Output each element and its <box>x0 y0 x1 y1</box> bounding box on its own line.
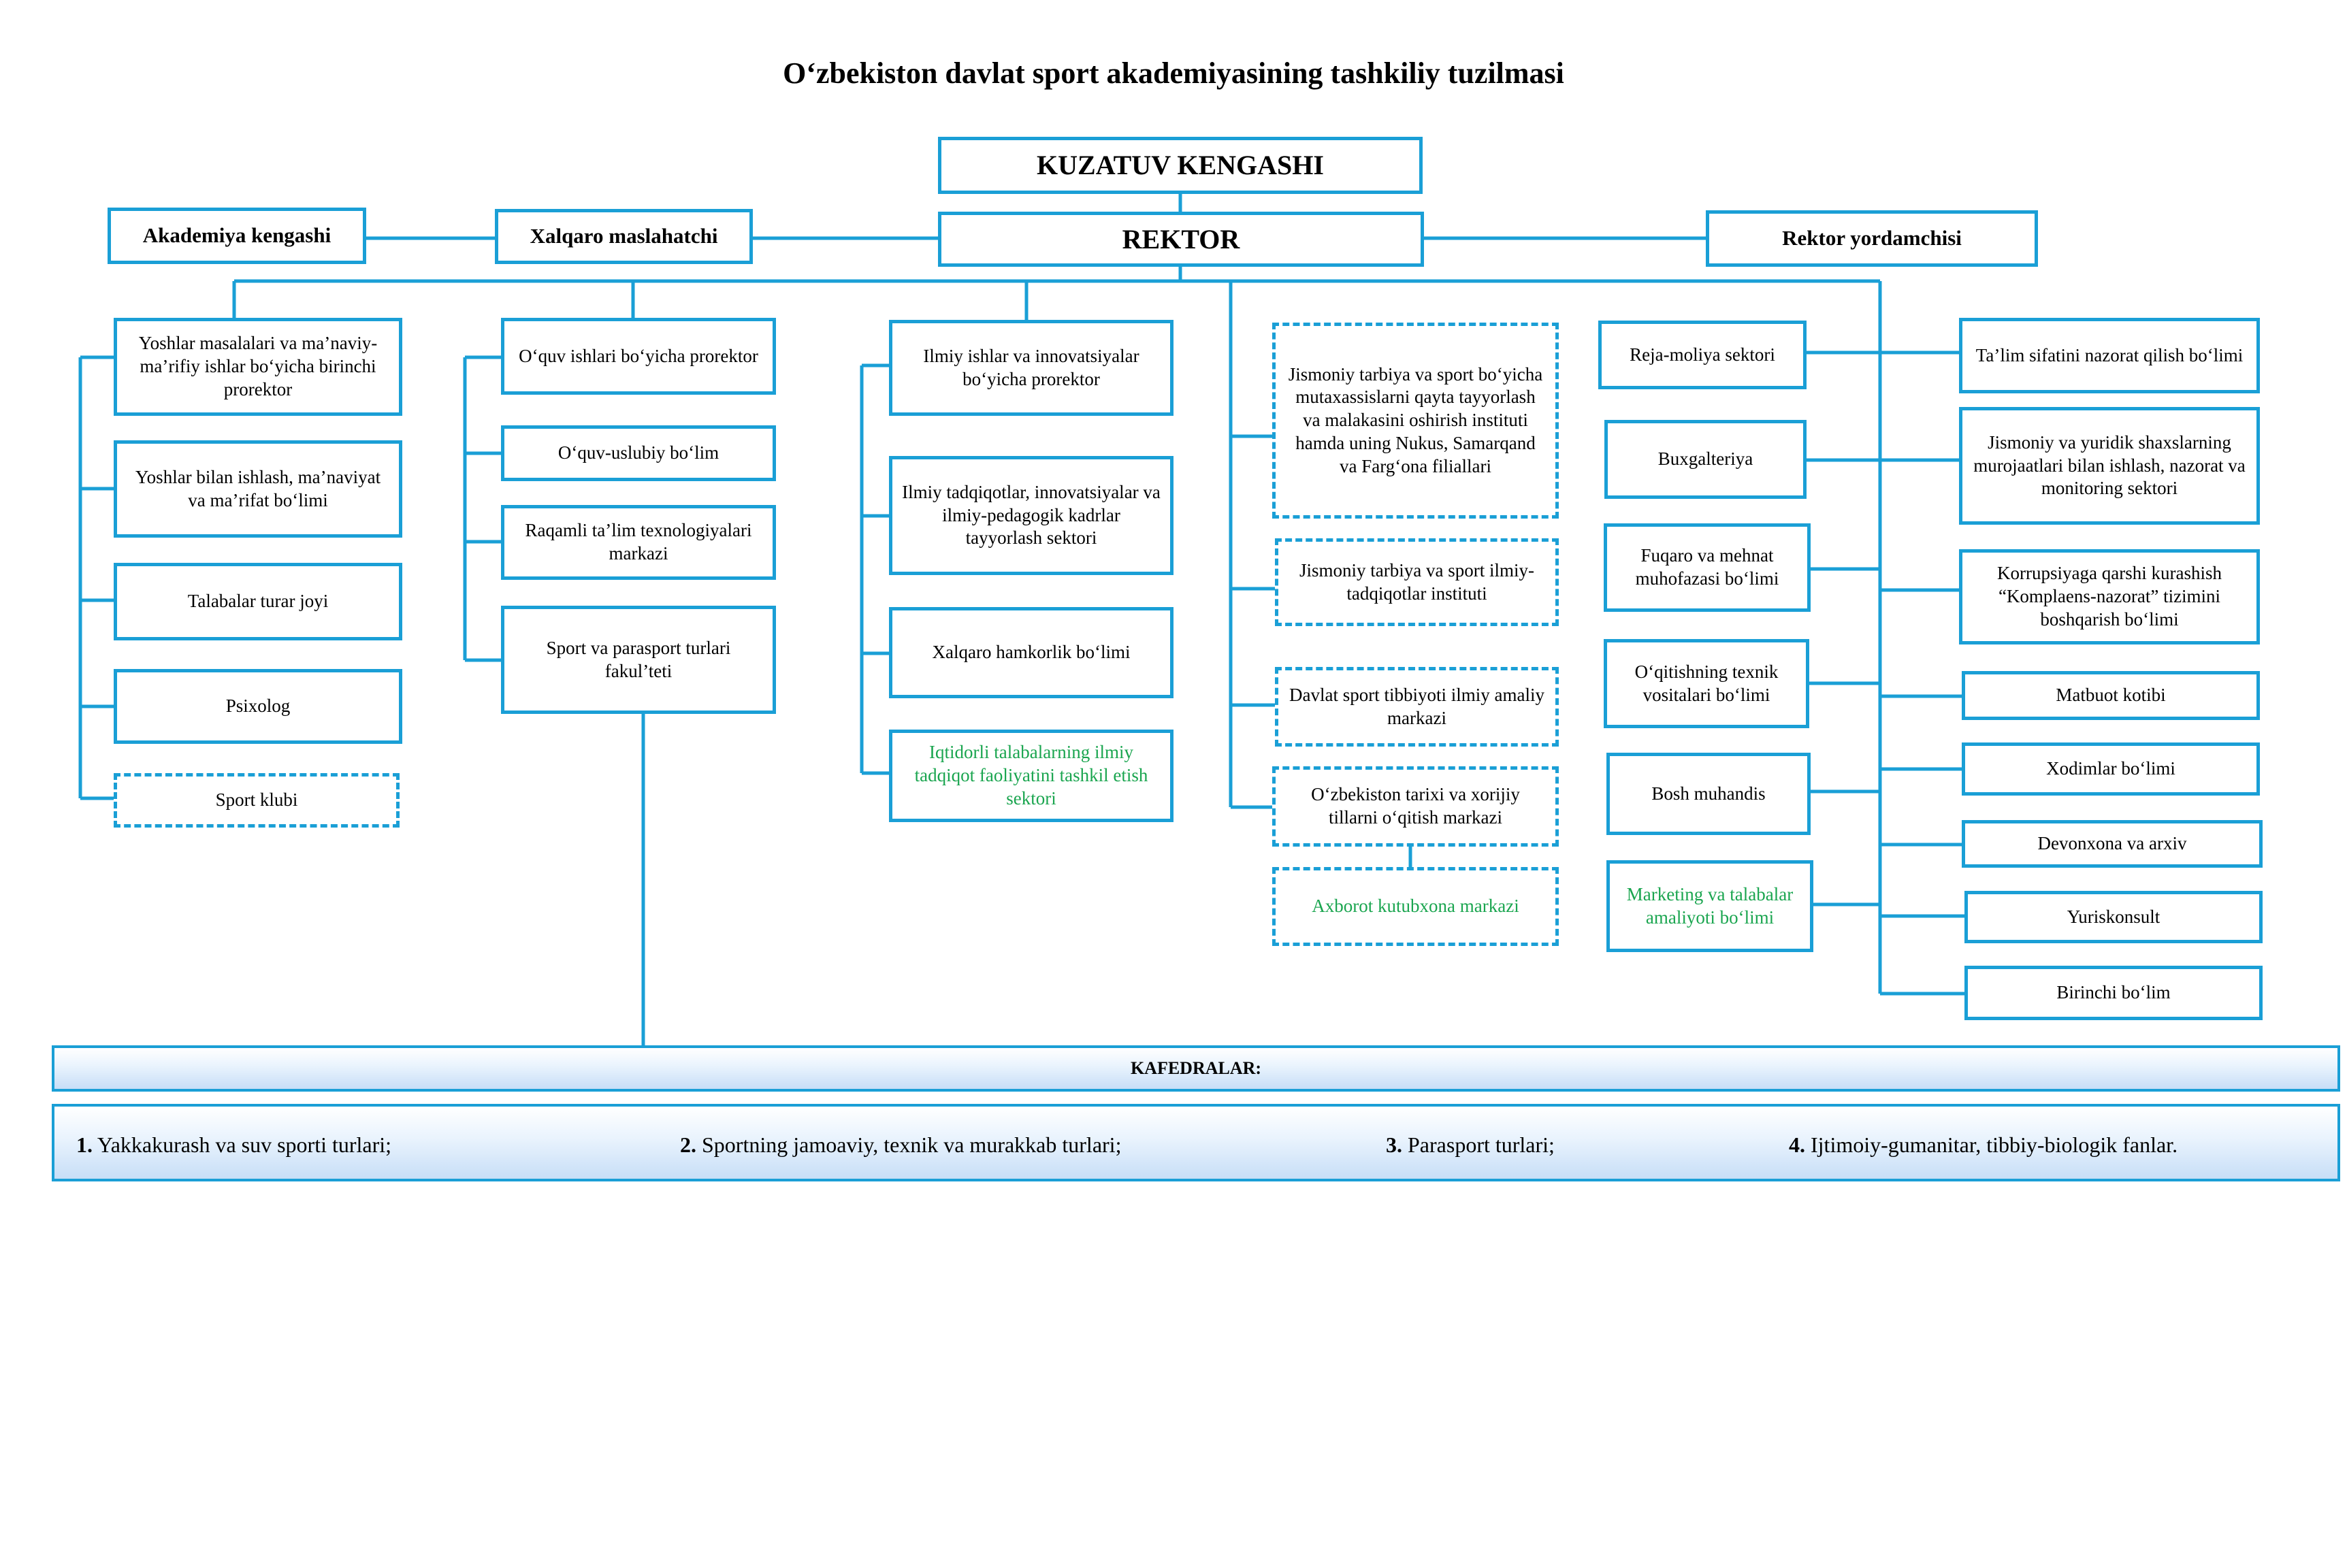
col5-technical-means-department: O‘qitishning texnik vositalari bo‘limi <box>1604 639 1809 728</box>
col4-library-center: Axborot kutubxona markazi <box>1272 867 1559 946</box>
col6-office-archive: Devonxona va arxiv <box>1962 820 2263 868</box>
col4-research-institute: Jismoniy tarbiya va sport ilmiy-tadqiqot… <box>1275 538 1559 626</box>
col1-first-vice-rector: Yoshlar masalalari va ma’naviy-ma’rifiy … <box>114 318 402 416</box>
col6-appeals-sector: Jismoniy va yuridik shaxslarning murojaa… <box>1959 407 2260 525</box>
col1-dormitory: Talabalar turar joyi <box>114 563 402 640</box>
col1-sport-club: Sport klubi <box>114 773 400 828</box>
col2-faculty: Sport va parasport turlari fakul’teti <box>501 606 776 714</box>
international-advisor-box: Xalqaro maslahatchi <box>495 209 753 264</box>
col5-chief-engineer: Bosh muhandis <box>1606 753 1811 835</box>
col2-methodology-department: O‘quv-uslubiy bo‘lim <box>501 425 776 481</box>
rector-box: REKTOR <box>938 212 1424 267</box>
rector-assistant-box: Rektor yordamchisi <box>1706 210 2038 267</box>
academic-council-box: Akademiya kengashi <box>108 208 366 264</box>
col4-retraining-institute: Jismoniy tarbiya va sport bo‘yicha mutax… <box>1272 323 1559 519</box>
departments-heading: KAFEDRALAR: <box>52 1045 2340 1092</box>
col1-youth-department: Yoshlar bilan ishlash, ma’naviyat va ma’… <box>114 440 402 538</box>
col4-history-languages-center: O‘zbekiston tarixi va xorijiy tillarni o… <box>1272 766 1559 847</box>
col3-international-cooperation: Xalqaro hamkorlik bo‘limi <box>889 607 1174 698</box>
department-item: 4. Ijtimoiy-gumanitar, tibbiy-biologik f… <box>1789 1132 2178 1157</box>
department-item: 1. Yakkakurash va suv sporti turlari; <box>76 1132 392 1157</box>
col2-academic-vice-rector: O‘quv ishlari bo‘yicha prorektor <box>501 318 776 395</box>
supervisory-board-box: KUZATUV KENGASHI <box>938 137 1423 194</box>
col6-first-department: Birinchi bo‘lim <box>1964 966 2263 1020</box>
col1-psychologist: Psixolog <box>114 669 402 744</box>
col3-talented-students-sector: Iqtidorli talabalarning ilmiy tadqiqot f… <box>889 730 1174 822</box>
col6-legal-advisor: Yuriskonsult <box>1964 891 2263 943</box>
col6-anticorruption-department: Korrupsiyaga qarshi kurashish “Komplaens… <box>1959 549 2260 644</box>
col6-quality-control: Ta’lim sifatini nazorat qilish bo‘limi <box>1959 318 2260 393</box>
col5-marketing-department: Marketing va talabalar amaliyoti bo‘limi <box>1606 860 1813 952</box>
col5-finance-sector: Reja-moliya sektori <box>1598 321 1807 389</box>
departments-list: 1. Yakkakurash va suv sporti turlari; 2.… <box>52 1104 2340 1181</box>
col5-accounting: Buxgalteriya <box>1604 420 1807 499</box>
col5-civil-labor-protection: Fuqaro va mehnat muhofazasi bo‘limi <box>1604 523 1811 612</box>
department-item: 2. Sportning jamoaviy, texnik va murakka… <box>680 1132 1122 1157</box>
col4-sports-medicine-center: Davlat sport tibbiyoti ilmiy amaliy mark… <box>1275 667 1559 747</box>
col2-digital-education-center: Raqamli ta’lim texnologiyalari markazi <box>501 505 776 580</box>
col3-research-vice-rector: Ilmiy ishlar va innovatsiyalar bo‘yicha … <box>889 320 1174 416</box>
col6-press-secretary: Matbuot kotibi <box>1962 671 2260 720</box>
col3-research-sector: Ilmiy tadqiqotlar, innovatsiyalar va ilm… <box>889 456 1174 575</box>
col6-hr-department: Xodimlar bo‘limi <box>1962 742 2260 796</box>
chart-title: O‘zbekiston davlat sport akademiyasining… <box>783 56 1564 90</box>
department-item: 3. Parasport turlari; <box>1386 1132 1555 1157</box>
